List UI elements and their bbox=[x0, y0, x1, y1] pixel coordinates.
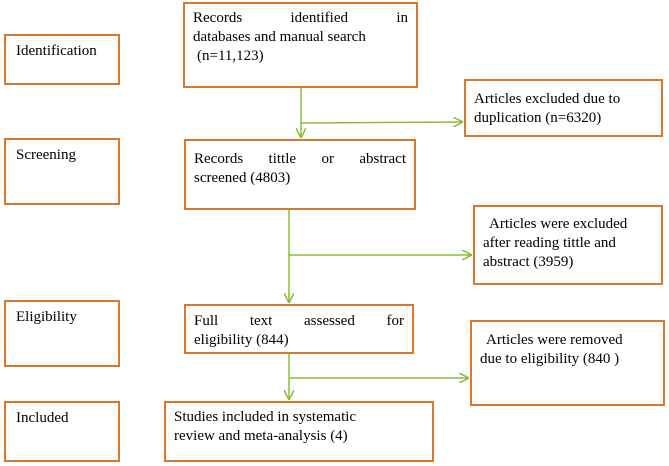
studies-included-box: Studies included in systematic review an… bbox=[164, 401, 434, 462]
records-identified-line1: Records identified in bbox=[193, 10, 408, 26]
excluded-duplicates-line1: Articles excluded due to bbox=[474, 91, 621, 107]
arrow-to-duplicates bbox=[300, 122, 462, 123]
stage-identification: Identification bbox=[4, 34, 120, 85]
full-text-line1: Full text assessed for bbox=[194, 313, 404, 329]
excluded-title-abstract-line2: after reading tittle and bbox=[483, 235, 616, 251]
removed-eligibility-line1: Articles were removed bbox=[486, 332, 623, 348]
stage-eligibility: Eligibility bbox=[4, 300, 120, 367]
stage-identification-label: Identification bbox=[16, 43, 97, 59]
stage-screening-label: Screening bbox=[16, 147, 76, 163]
full-text-box: Full text assessed for eligibility (844) bbox=[184, 304, 414, 354]
studies-included-line1: Studies included in systematic bbox=[174, 409, 357, 425]
excluded-title-abstract-line3: abstract (3959) bbox=[483, 254, 574, 270]
removed-eligibility-line2: due to eligibility (840 ) bbox=[480, 351, 620, 367]
excluded-title-abstract-box: Articles were excluded after reading tit… bbox=[473, 205, 663, 285]
records-screened-line1: Records tittle or abstract bbox=[194, 151, 406, 167]
stage-included-label: Included bbox=[16, 410, 69, 426]
full-text-line2: eligibility (844) bbox=[194, 332, 289, 348]
records-identified-line2: databases and manual search bbox=[193, 29, 366, 45]
excluded-duplicates-box: Articles excluded due to duplication (n=… bbox=[464, 79, 663, 137]
studies-included-line2: review and meta-analysis (4) bbox=[174, 428, 348, 444]
stage-included: Included bbox=[4, 401, 120, 462]
stage-eligibility-label: Eligibility bbox=[16, 309, 77, 325]
records-identified-line3: (n=11,123) bbox=[197, 48, 264, 64]
excluded-duplicates-line2: duplication (n=6320) bbox=[474, 110, 602, 126]
stage-screening: Screening bbox=[4, 138, 120, 205]
records-identified-box: Records identified in databases and manu… bbox=[183, 2, 418, 88]
records-screened-line2: screened (4803) bbox=[194, 170, 291, 186]
records-screened-box: Records tittle or abstract screened (480… bbox=[184, 139, 416, 210]
removed-eligibility-box: Articles were removed due to eligibility… bbox=[470, 320, 665, 406]
excluded-title-abstract-line1: Articles were excluded bbox=[489, 216, 628, 232]
